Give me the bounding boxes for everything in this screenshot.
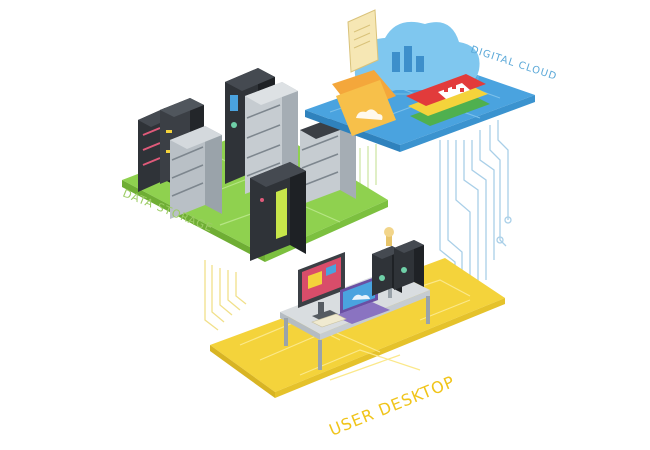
laptop-icon [334,276,390,324]
document-icon [347,9,379,73]
keyboard-icon [311,313,347,328]
tower-pc-icon [372,227,424,296]
user-desktop-label: USER DESKTOP [326,372,457,440]
server-rack-icon [138,68,356,261]
folder-icon [332,70,396,136]
user-desktop-platform [210,258,505,398]
monitor-icon [298,252,345,320]
film-strip-icon [406,74,490,126]
